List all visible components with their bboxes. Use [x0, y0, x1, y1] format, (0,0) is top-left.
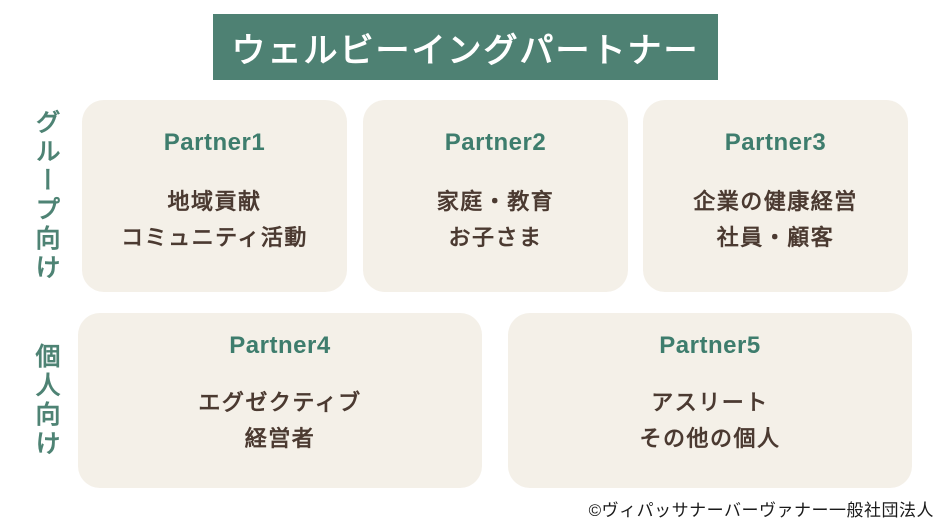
partner5-line-2: その他の個人 — [639, 426, 781, 451]
partner5-line-1: アスリート — [651, 390, 769, 415]
partner2-title: Partner2 — [444, 129, 547, 156]
partner2-description: 家庭・教育 お子さま — [437, 184, 555, 256]
partner1-title: Partner1 — [163, 129, 266, 156]
partner1-line-2: コミュニティ活動 — [121, 225, 308, 250]
row-label-group: グループ向け — [32, 109, 60, 283]
partner4-line-2: 経営者 — [244, 426, 316, 451]
title-banner: ウェルビーイングパートナー — [213, 14, 718, 80]
row-label-individual: 個人向け — [32, 342, 60, 459]
partner5-description: アスリート その他の個人 — [639, 385, 780, 457]
partner3-line-2: 社員・顧客 — [716, 225, 835, 250]
partner2-card: Partner2 家庭・教育 お子さま — [363, 100, 628, 292]
partner5-title: Partner5 — [659, 332, 761, 359]
copyright-footer: ©ヴィパッサナーバーヴァナー一般社団法人 — [588, 501, 934, 520]
partner4-line-1: エグゼクティブ — [198, 390, 362, 415]
partner2-line-1: 家庭・教育 — [436, 189, 555, 214]
partner4-card: Partner4 エグゼクティブ 経営者 — [78, 313, 482, 488]
partner4-description: エグゼクティブ 経営者 — [198, 385, 361, 457]
page-title: ウェルビーイングパートナー — [231, 31, 700, 70]
partner4-title: Partner4 — [229, 332, 331, 359]
partner1-card: Partner1 地域貢献 コミュニティ活動 — [82, 100, 347, 292]
partner3-description: 企業の健康経営 社員・顧客 — [693, 184, 858, 256]
partner1-line-1: 地域貢献 — [167, 189, 262, 214]
partner3-title: Partner3 — [724, 129, 827, 156]
partner1-description: 地域貢献 コミュニティ活動 — [121, 184, 308, 256]
partner2-line-2: お子さま — [448, 225, 543, 250]
partner3-line-1: 企業の健康経営 — [693, 189, 858, 214]
partner5-card: Partner5 アスリート その他の個人 — [508, 313, 912, 488]
partner3-card: Partner3 企業の健康経営 社員・顧客 — [643, 100, 908, 292]
